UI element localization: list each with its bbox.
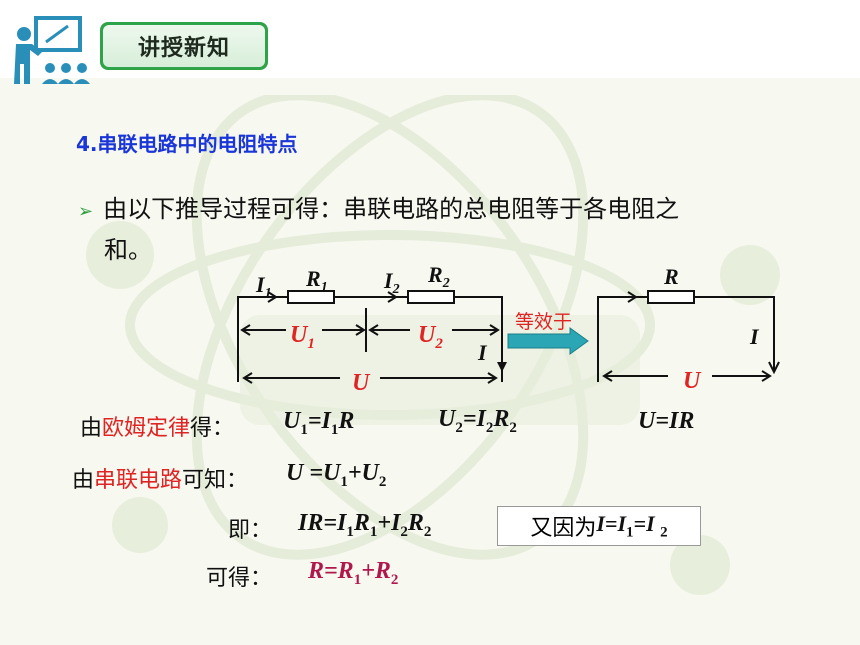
row1-highlight: 欧姆定律 bbox=[102, 416, 191, 441]
row2-prefix: 由 bbox=[72, 468, 95, 493]
topic-heading: 4.串联电路中的电阻特点 bbox=[76, 132, 298, 156]
equivalence-arrow-icon bbox=[507, 327, 589, 355]
teacher-icon bbox=[14, 16, 90, 84]
svg-text:I2: I2 bbox=[383, 268, 400, 297]
derivation-row-series: 由串联电路可知： bbox=[72, 462, 248, 494]
row1-prefix: 由 bbox=[80, 416, 103, 441]
row4-label: 可得： bbox=[206, 566, 273, 591]
label-i2-sub: 2 bbox=[392, 282, 400, 297]
svg-text:I1: I1 bbox=[255, 272, 272, 301]
bullet-arrow-icon: ➢ bbox=[78, 201, 94, 222]
formula-u: U=IR bbox=[638, 408, 695, 434]
resistor-r2 bbox=[407, 290, 455, 304]
label-u1: U bbox=[290, 322, 309, 348]
label-u-total: U bbox=[352, 370, 371, 396]
bullet-line-1: ➢ 由以下推导过程可得：串联电路的总电阻等于各电阻之 bbox=[78, 188, 808, 233]
svg-text:R2: R2 bbox=[427, 262, 450, 291]
bullet-text: 由以下推导过程可得：串联电路的总电阻等于各电阻之 bbox=[103, 195, 680, 223]
label-u1-sub: 1 bbox=[307, 336, 315, 352]
label-r-eq: R bbox=[663, 264, 679, 289]
derivation-row-ohm: 由欧姆定律得： bbox=[80, 410, 234, 442]
label-r1: R bbox=[305, 266, 321, 291]
equivalence-label: 等效于 bbox=[515, 311, 572, 333]
label-u-right: U bbox=[683, 368, 702, 394]
result-formula: R=R1+R2 bbox=[308, 558, 399, 588]
svg-text:R1: R1 bbox=[305, 266, 328, 295]
row2-highlight: 串联电路 bbox=[94, 468, 183, 493]
svg-text:U2: U2 bbox=[418, 322, 443, 352]
bullet-line-2: 和。 bbox=[104, 236, 152, 264]
left-wire bbox=[237, 296, 288, 382]
label-r1-sub: 1 bbox=[321, 280, 328, 295]
resistor-r-eq bbox=[647, 290, 695, 304]
label-i-left: I bbox=[477, 340, 488, 365]
label-r2: R bbox=[427, 262, 443, 287]
formula-u1: U1=I1R bbox=[283, 408, 355, 438]
section-title: 讲授新知 bbox=[103, 25, 265, 67]
svg-text:U1: U1 bbox=[290, 322, 315, 352]
row1-suffix: 得： bbox=[190, 416, 235, 441]
label-r2-sub: 2 bbox=[442, 276, 450, 291]
formula-u-sum: U =U1+U2 bbox=[286, 460, 387, 490]
also-because-label: 又因为 bbox=[530, 516, 597, 541]
label-i1-sub: 1 bbox=[265, 286, 272, 301]
label-i2: I bbox=[383, 268, 394, 293]
label-u2-sub: 2 bbox=[434, 336, 443, 352]
label-i1: I bbox=[255, 272, 266, 297]
label-u2: U bbox=[418, 322, 437, 348]
row2-suffix: 可知： bbox=[182, 468, 249, 493]
section-title-badge: 讲授新知 bbox=[100, 22, 268, 70]
formula-u2: U2=I2R2 bbox=[438, 406, 517, 436]
label-i-right: I bbox=[749, 324, 760, 349]
formula-ir: IR=I1R1+I2R2 bbox=[298, 510, 432, 540]
row3-label: 即： bbox=[228, 518, 273, 543]
